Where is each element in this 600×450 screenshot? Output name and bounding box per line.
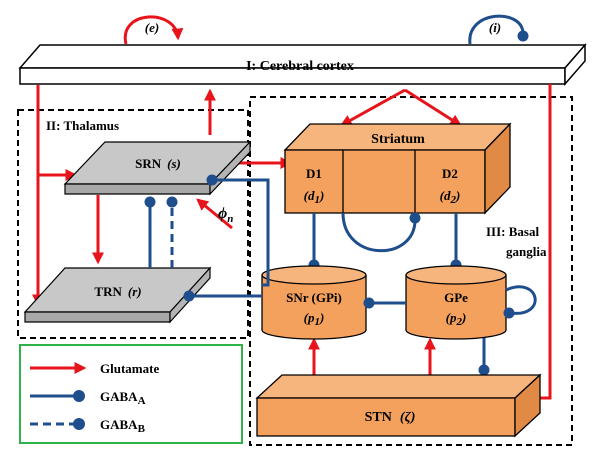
d2-label: D2 <box>442 166 458 181</box>
cortex-label: I: Cerebral cortex <box>246 59 354 74</box>
gpe-self-loop-terminal <box>503 307 515 319</box>
snr-label: SNr (GPi) <box>286 290 342 305</box>
striatum-label: Striatum <box>371 132 425 147</box>
phi-input-arrow <box>196 198 233 230</box>
striatum-outputs <box>308 213 462 271</box>
striatal-inhibition-loop <box>341 212 417 253</box>
inhibitory-loop-arc <box>468 14 525 45</box>
d1-label: D1 <box>306 166 322 181</box>
phi-input-label: ϕn <box>218 205 233 225</box>
glutamate-projections <box>32 84 552 404</box>
excitatory-loop-arc <box>123 15 184 45</box>
d2-symbol: (d2) <box>440 188 461 206</box>
basal-ganglia-label-line1: III: Basal <box>486 224 539 239</box>
excitatory-loop-label: (e) <box>145 20 159 35</box>
legend-glutamate-label: Glutamate <box>100 361 159 376</box>
gpe-label: GPe <box>444 290 468 305</box>
stn-label: STN(ζ) <box>365 410 416 425</box>
gpe-cylinder <box>405 265 507 340</box>
trn-label: TRN(r) <box>94 284 141 299</box>
legend-gaba-a-label: GABAA <box>100 389 146 407</box>
basal-ganglia-region-box <box>249 96 573 446</box>
legend-box <box>19 344 243 444</box>
gpe-symbol: (p2) <box>446 310 467 328</box>
snr-to-trn-terminal <box>183 290 195 302</box>
inhibitory-loop-terminal <box>517 30 529 42</box>
gpe-to-stn-terminal <box>478 364 490 376</box>
gpe-self-loop <box>505 285 537 315</box>
stn-slab <box>255 373 542 438</box>
snr-to-srn-terminal <box>206 174 218 186</box>
d1-symbol: (d1) <box>304 188 325 206</box>
legend-gaba-b-label: GABAB <box>100 417 146 435</box>
legend-gaba-a-terminal <box>73 390 85 402</box>
striatal-loop-terminal <box>409 212 421 224</box>
thalamus-label: II: Thalamus <box>46 118 119 133</box>
cortex-slab <box>18 42 587 87</box>
basal-ganglia-label-line2: ganglia <box>506 244 547 259</box>
thalamus-region-box <box>17 109 249 339</box>
striatum-block <box>283 122 512 215</box>
gpe-to-snr-terminal <box>363 297 375 309</box>
snr-to-srn <box>216 178 270 287</box>
legend-gaba-b-terminal <box>73 418 85 430</box>
inhibitory-loop-label: (i) <box>489 20 501 35</box>
srn-label: SRN(s) <box>135 156 181 171</box>
trn-to-srn-gaba <box>144 196 178 268</box>
snr-cylinder <box>261 265 367 340</box>
snr-symbol: (p1) <box>304 310 325 328</box>
